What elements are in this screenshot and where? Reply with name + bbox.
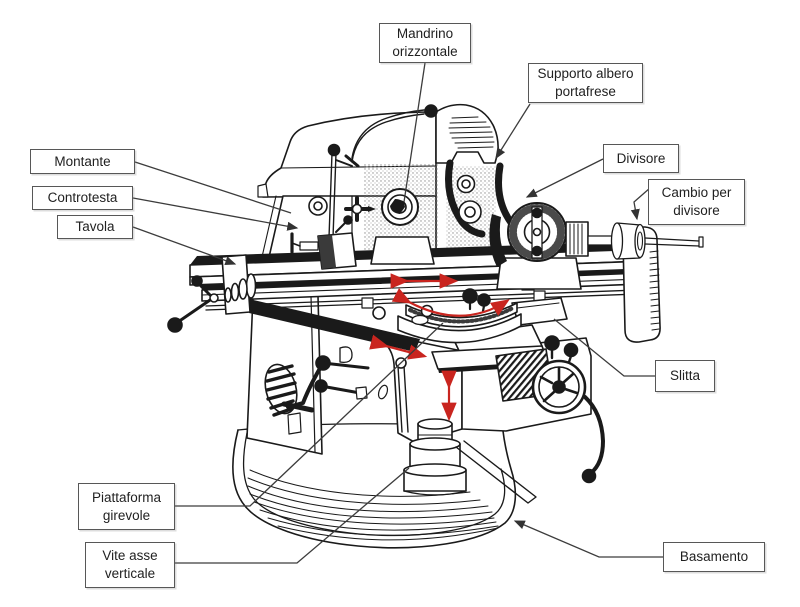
label-controtesta: Controtesta	[32, 186, 133, 210]
label-supporto-albero-portafrese: Supporto albero portafrese	[528, 63, 643, 103]
arrow-cross	[369, 334, 428, 360]
leader-montante	[134, 161, 292, 214]
label-text: Controtesta	[47, 190, 118, 206]
vertical-elevating-screw	[377, 357, 537, 504]
leader-tavola	[132, 226, 237, 265]
leader-mandrino	[403, 62, 426, 203]
label-text: verticale	[104, 566, 156, 581]
label-montante: Montante	[30, 149, 135, 174]
label-tavola: Tavola	[57, 215, 133, 239]
label-text: Vite asse	[102, 548, 158, 564]
leader-vite	[175, 467, 410, 564]
label-basamento: Basamento	[663, 542, 765, 572]
leader-controtesta	[132, 197, 299, 231]
leader-piattaforma	[175, 322, 444, 507]
label-mandrino-orizzontale: Mandrino orizzontale	[379, 23, 471, 63]
leader-supporto	[495, 103, 531, 160]
dividing-head	[489, 202, 704, 343]
label-cambio-per-divisore: Cambio per divisore	[648, 179, 745, 225]
label-text: Piattaforma	[91, 489, 162, 505]
label-vite-asse-verticale: Vite asse verticale	[85, 542, 175, 588]
leader-divisore	[525, 158, 604, 198]
tailstock	[290, 215, 357, 270]
label-text: orizzontale	[392, 44, 458, 59]
label-text: Tavola	[75, 219, 115, 235]
lower-column	[246, 295, 323, 455]
label-text: Basamento	[679, 549, 749, 565]
label-text: portafrese	[555, 84, 616, 99]
label-divisore: Divisore	[603, 144, 679, 173]
horizontal-spindle	[381, 188, 419, 226]
riser-block	[370, 236, 435, 265]
label-text: Cambio per	[661, 185, 732, 201]
leader-cambio	[630, 187, 651, 221]
label-text: divisore	[673, 203, 720, 218]
control-linkage	[281, 346, 370, 413]
leader-lines	[132, 62, 663, 564]
label-text: Supporto albero	[537, 66, 634, 82]
leader-basamento	[513, 520, 663, 558]
label-slitta: Slitta	[655, 360, 715, 392]
label-text: Divisore	[616, 150, 666, 166]
label-text: Montante	[54, 153, 111, 169]
label-text: girevole	[102, 507, 151, 523]
label-text: Slitta	[669, 368, 700, 384]
leader-slitta	[553, 318, 655, 377]
motion-arrows	[369, 273, 510, 422]
label-text: Mandrino	[396, 26, 454, 42]
arrow-swivel	[391, 288, 510, 317]
feed-gearbox-and-handwheel	[495, 335, 605, 484]
label-piattaforma-girevole: Piattaforma girevole	[78, 483, 175, 530]
